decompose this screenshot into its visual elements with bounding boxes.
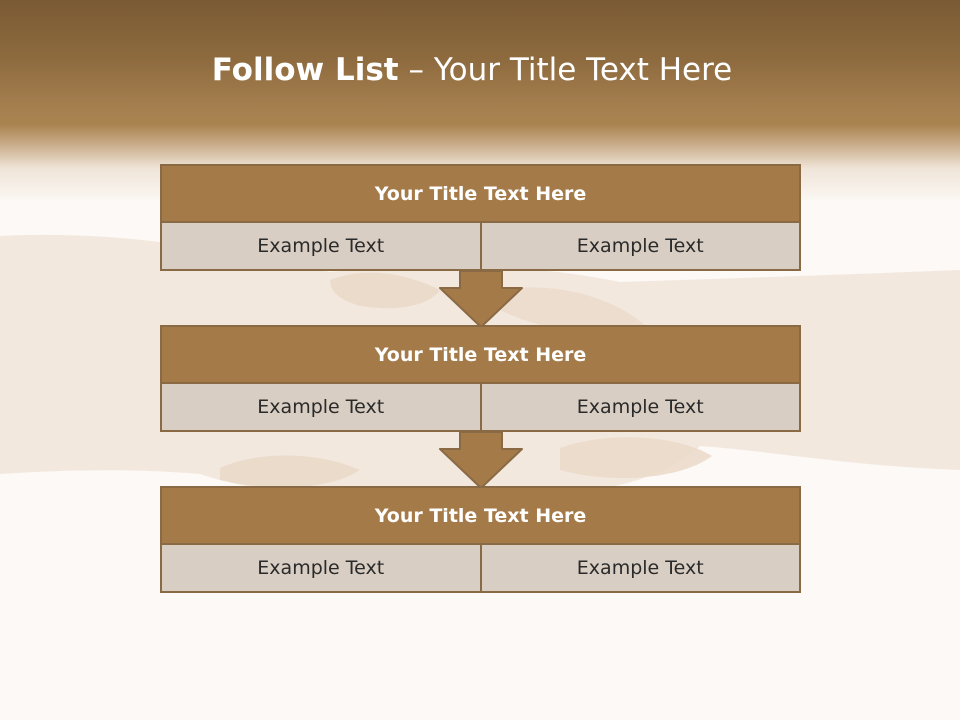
slide-title: Follow List – Your Title Text Here [0,52,944,88]
step-panel-row: Example Text Example Text [162,382,799,430]
step-panel-cell-left: Example Text [162,384,480,430]
step-panel-1: Your Title Text Here Example Text Exampl… [160,164,801,271]
step-panel-row: Example Text Example Text [162,543,799,591]
step-panel-3: Your Title Text Here Example Text Exampl… [160,486,801,593]
down-arrow-icon [439,431,523,489]
step-panel-cell-left: Example Text [162,223,480,269]
step-panel-2: Your Title Text Here Example Text Exampl… [160,325,801,432]
slide-title-bold: Follow List [211,52,399,88]
slide-title-rest: – Your Title Text Here [398,52,733,88]
step-panel-title: Your Title Text Here [162,488,799,543]
step-panel-title: Your Title Text Here [162,166,799,221]
step-panel-title: Your Title Text Here [162,327,799,382]
step-panel-cell-right: Example Text [479,223,799,269]
down-arrow-icon [439,270,523,328]
step-panel-cell-left: Example Text [162,545,480,591]
step-panel-cell-right: Example Text [479,384,799,430]
step-panel-cell-right: Example Text [479,545,799,591]
step-panel-row: Example Text Example Text [162,221,799,269]
